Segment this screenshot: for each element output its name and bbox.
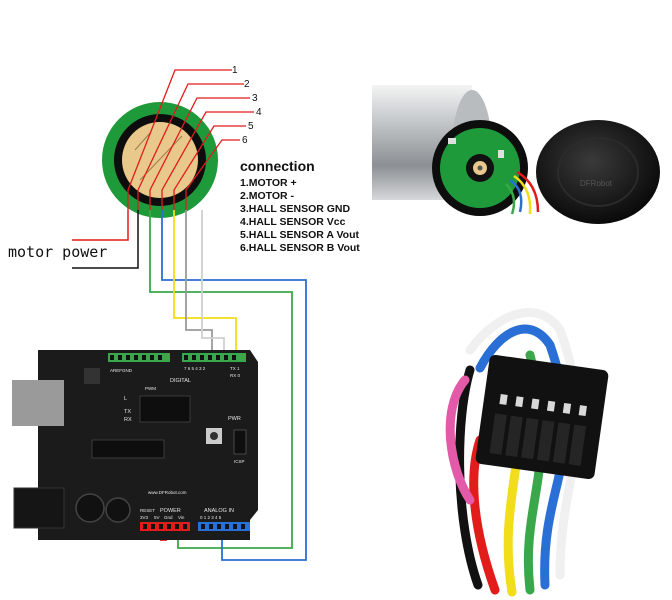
pin-number-3: 3 [252, 93, 258, 104]
pin-number-2: 2 [244, 79, 250, 90]
label-analog-in: ANALOG IN [204, 508, 234, 514]
capacitor-1 [75, 493, 105, 523]
digital-header-left [108, 353, 170, 362]
label-tx1: TX 1 [230, 366, 240, 371]
pin-numbers: 1 2 3 4 5 6 [232, 65, 262, 146]
motor-power-wires [72, 210, 139, 269]
wire-b-gray [185, 210, 213, 354]
connection-item-5: 5.HALL SENSOR A Vout [240, 229, 360, 241]
arduino-board: AREF GND 7 6 5 4 3 2 TX 1 RX 0 DIGITAL P… [12, 350, 258, 540]
encoder-disc [102, 102, 218, 218]
label-pwm: PWM [145, 386, 156, 391]
label-rx: RX [124, 417, 132, 423]
label-5v: 5V [154, 515, 160, 520]
power-header [140, 522, 190, 531]
wire-b-gray-2 [201, 210, 225, 354]
connection-title: connection [240, 158, 315, 174]
label-tx: TX [124, 409, 131, 415]
icsp-header [233, 429, 247, 455]
mcu-chip [139, 395, 191, 423]
connection-item-4: 4.HALL SENSOR Vcc [240, 216, 346, 228]
capacitor-2 [105, 497, 131, 523]
label-digital: DIGITAL [170, 378, 191, 384]
label-pwr: PWR [228, 416, 241, 422]
connection-item-2: 2.MOTOR - [240, 190, 295, 202]
digital-header-right [182, 353, 246, 362]
motor-power-label: motor power [8, 243, 107, 261]
pin-number-6: 6 [242, 135, 248, 146]
motor-encoder-photo: DFRobot [372, 85, 660, 224]
wire-gnd-green [149, 210, 293, 549]
pin-number-1: 1 [232, 65, 238, 76]
label-gnd: GND [122, 368, 133, 373]
wire-a-yellow [173, 210, 237, 354]
label-aref: AREF [110, 368, 122, 373]
label-rx0: RX 0 [230, 373, 241, 378]
signal-wires [149, 210, 307, 561]
connection-item-6: 6.HALL SENSOR B Vout [240, 242, 360, 254]
label-icsp: ICSP [234, 459, 245, 464]
label-power: POWER [160, 508, 181, 514]
connection-legend: connection 1.MOTOR + 2.MOTOR - 3.HALL SE… [240, 158, 360, 254]
ic-chip [91, 439, 165, 459]
power-jack [13, 487, 65, 529]
label-analog-nums: 0 1 2 3 4 5 [200, 515, 222, 520]
usb-connector [12, 380, 64, 426]
pin-number-4: 4 [256, 107, 262, 118]
label-gnd2: Gnd [164, 515, 173, 520]
connection-item-3: 3.HALL SENSOR GND [240, 203, 350, 215]
pin-leader-lines [127, 69, 254, 210]
label-digital-nums: 7 6 5 4 3 2 [184, 366, 206, 371]
label-vin: Vin [178, 515, 185, 520]
board-brand: www.DFRobot.com [148, 490, 187, 495]
encoder-cap [536, 120, 660, 224]
connection-item-1: 1.MOTOR + [240, 177, 297, 189]
aref-header [84, 368, 100, 384]
cap-watermark: DFRobot [580, 179, 613, 188]
connector-photo [445, 308, 609, 597]
label-reset: RESET [140, 508, 155, 513]
analog-header [198, 522, 250, 531]
wire-vcc-blue [161, 210, 307, 561]
pin-number-5: 5 [248, 121, 254, 132]
encoder-wire-stubs [505, 170, 540, 215]
label-3v3: 3V3 [140, 515, 149, 520]
label-l: L [124, 396, 127, 402]
